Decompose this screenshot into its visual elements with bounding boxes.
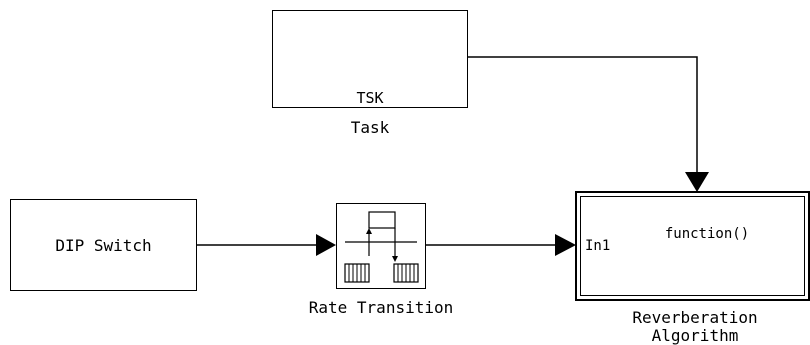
task-to-trigger-line <box>468 56 698 178</box>
reverberation-caption-line2: Algorithm <box>651 326 739 345</box>
rate-to-reverb-arrowhead <box>555 234 576 256</box>
rate-transition-icon <box>344 211 419 283</box>
task-block-label: TSK <box>356 89 384 107</box>
function-trigger-port-label: function() <box>664 226 750 242</box>
task-block-caption: Task <box>350 118 390 137</box>
reverberation-inner-outline <box>580 196 805 296</box>
trigger-arrowhead <box>685 172 709 192</box>
task-block[interactable]: TSK <box>272 10 468 108</box>
in1-port-label: In1 <box>585 238 611 254</box>
reverberation-caption-line1: Reverberation <box>632 308 758 327</box>
dip-switch-block[interactable]: DIP Switch <box>10 199 197 291</box>
dip-to-rate-arrowhead <box>316 234 336 256</box>
rate-transition-caption: Rate Transition <box>308 298 454 317</box>
reverberation-algorithm-block[interactable]: function() In1 <box>575 191 810 301</box>
rate-transition-block[interactable] <box>336 203 426 289</box>
dip-switch-label: DIP Switch <box>55 236 152 255</box>
